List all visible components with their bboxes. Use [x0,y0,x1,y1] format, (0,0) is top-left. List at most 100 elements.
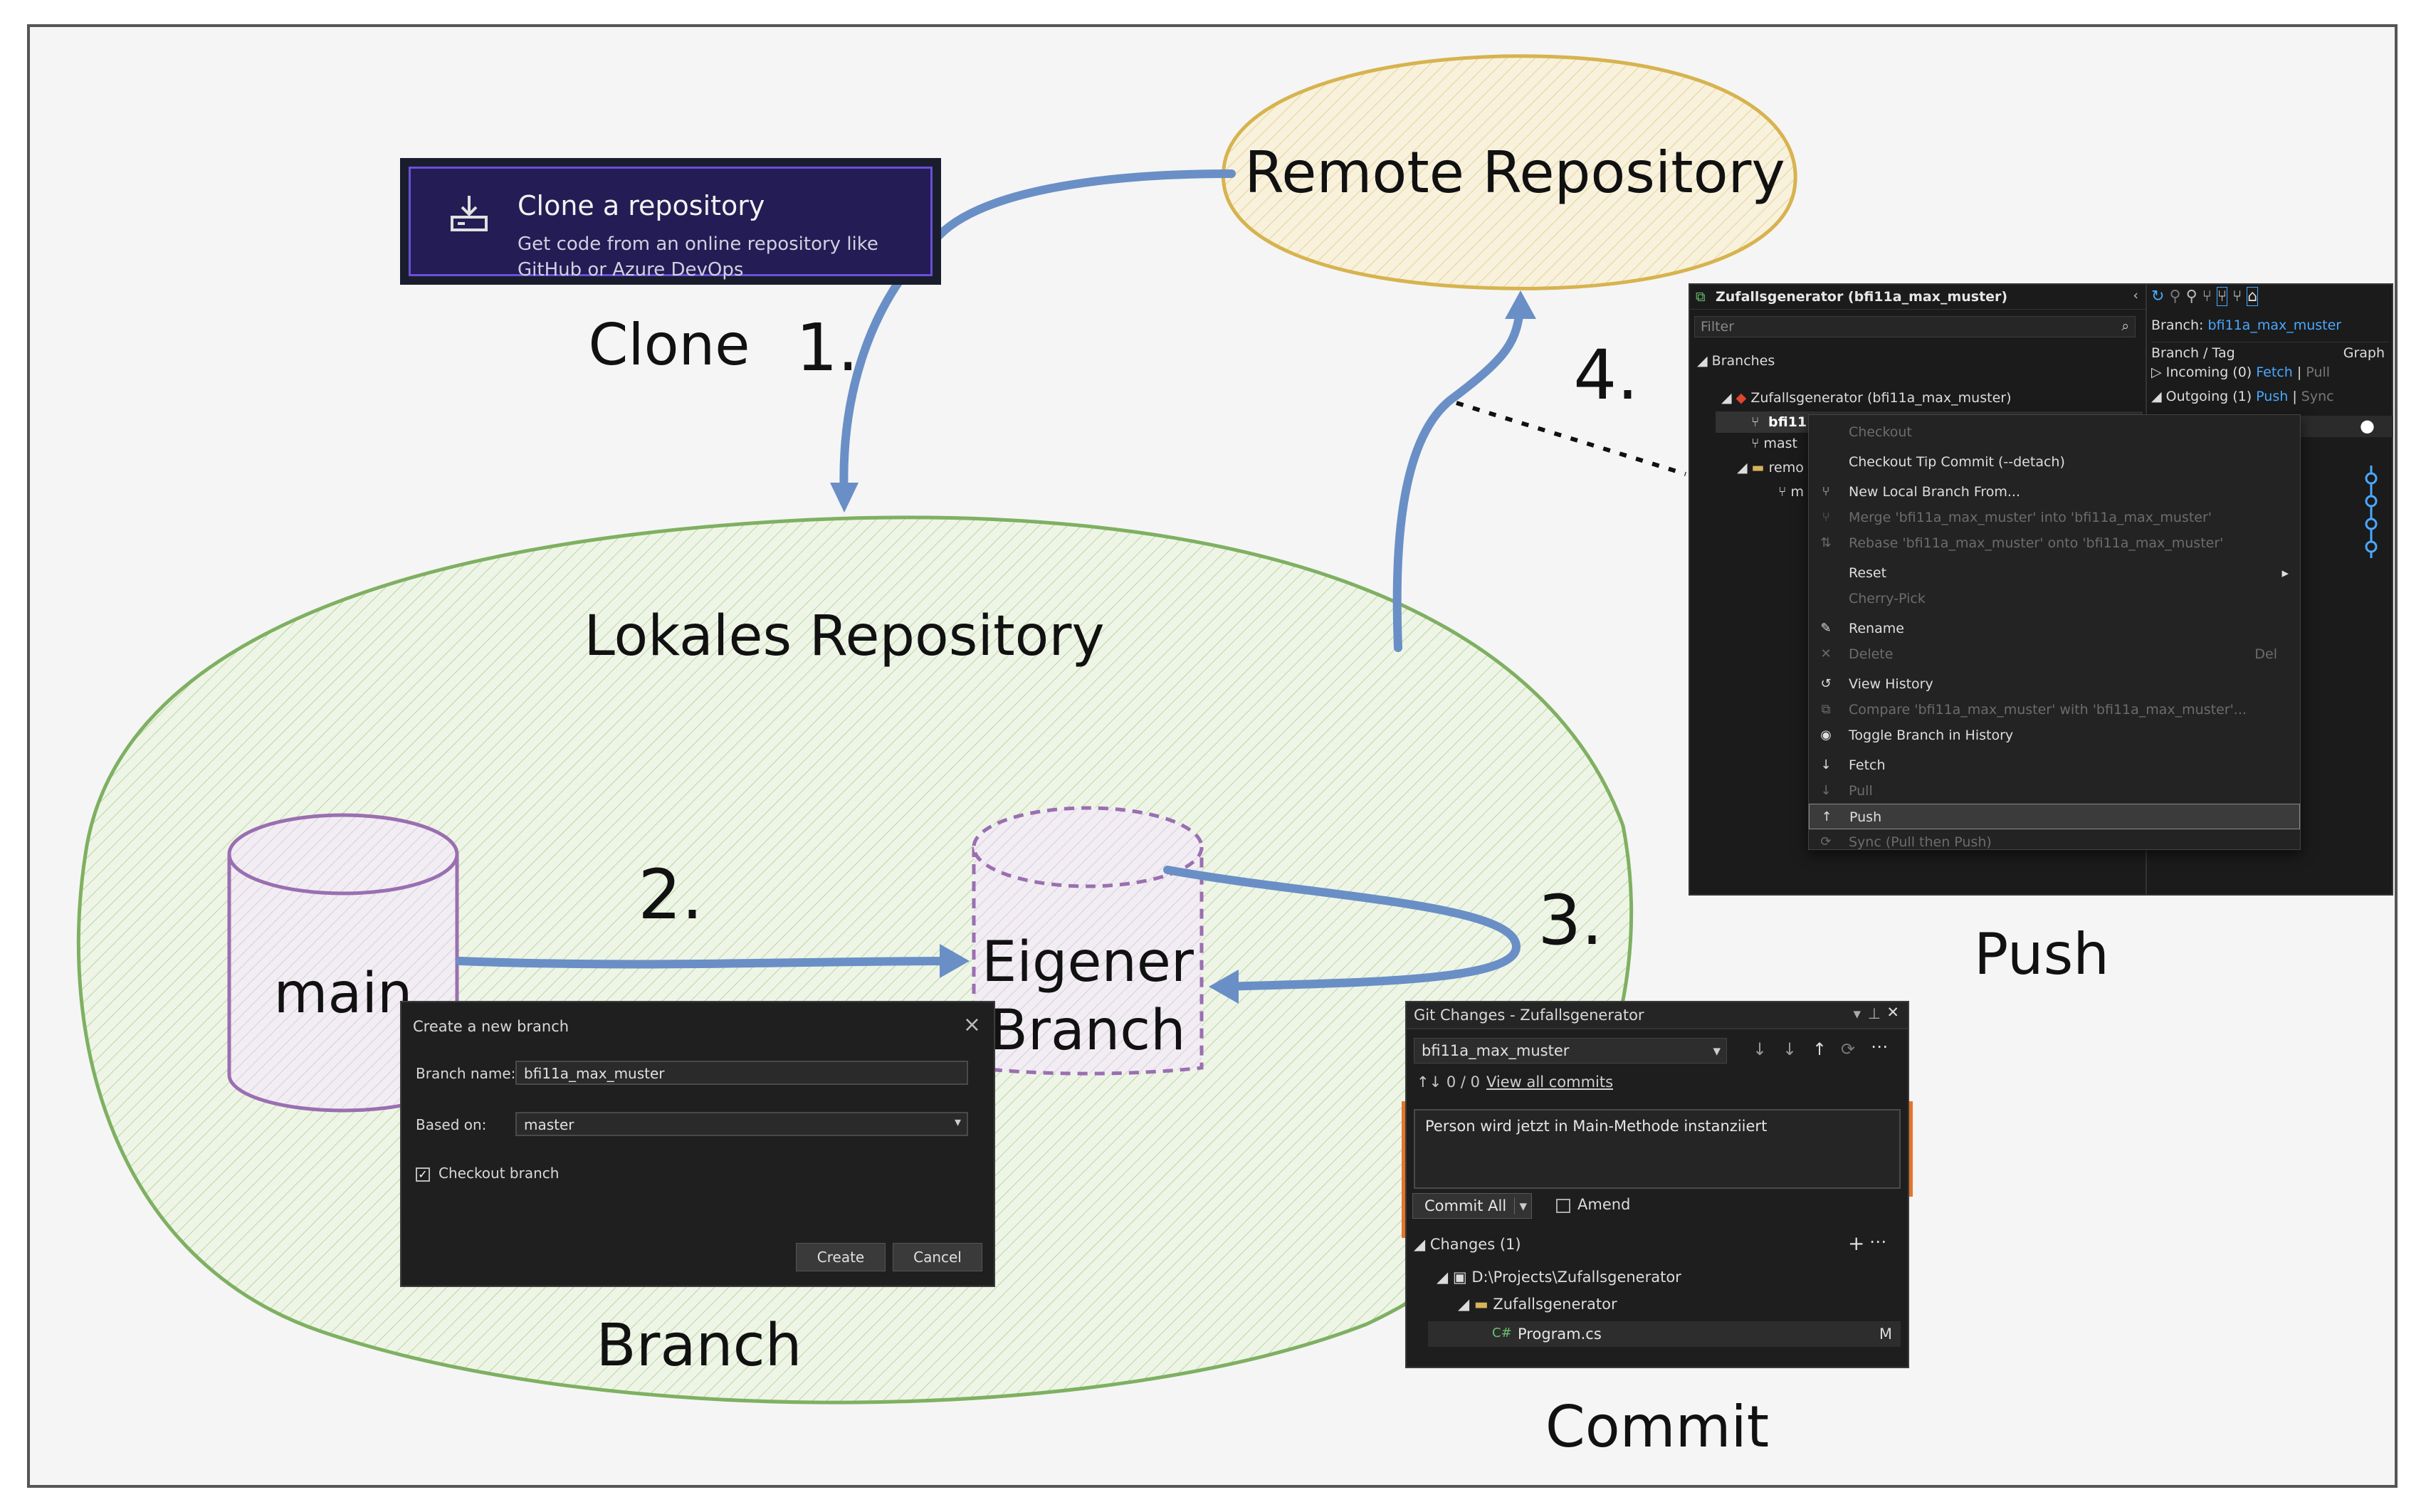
close-icon[interactable]: × [962,1012,981,1037]
checkout-branch-checkbox[interactable]: ✓ [416,1167,430,1182]
based-on-select[interactable]: master ▾ [515,1112,968,1136]
path-node[interactable]: ◢ ▣ D:\Projects\Zufallsgenerator [1437,1269,1681,1286]
chevron-down-icon: ▾ [954,1115,961,1130]
fetch-link[interactable]: Fetch [2256,364,2293,380]
repo-node[interactable]: ◢ ◆ Zufallsgenerator (bfi11a_max_muster) [1721,390,2012,406]
repo-title: Zufallsgenerator (bfi11a_max_muster) [1716,289,2008,305]
menu-item-label: Delete [1849,646,1894,662]
merge-icon[interactable]: ⑂ [2232,288,2242,305]
outgoing-label: Outgoing (1) [2165,389,2252,404]
folder-label: Zufallsgenerator [1493,1296,1617,1313]
branches-node[interactable]: ◢ Branches [1697,353,1775,369]
amend-checkbox[interactable] [1556,1199,1570,1213]
push-icon[interactable]: ↑ [1812,1039,1827,1059]
menu-item-label: Compare 'bfi11a_max_muster' with 'bfi11a… [1849,702,2247,718]
refresh-icon[interactable]: ↻ [2151,288,2165,305]
menu-item-rebase-bfi11a-max-muster-onto-bfi11a-max-muster[interactable]: ⇅Rebase 'bfi11a_max_muster' onto 'bfi11a… [1809,530,2300,556]
changes-header[interactable]: ◢ Changes (1) [1414,1236,1521,1253]
close-icon[interactable]: ✕ [1886,1004,1899,1021]
tag-icon[interactable]: ⌂ [2247,287,2259,306]
expand-icon: ◢ [1437,1269,1453,1286]
repo-icon: ⧉ [1696,289,1706,305]
branch-info-value[interactable]: bfi11a_max_muster [2207,317,2342,333]
menu-item-label: Fetch [1849,757,1886,773]
csharp-file-icon: C# [1492,1325,1512,1340]
menu-item-label: Push [1849,809,1882,825]
commit-message-input[interactable]: Person wird jetzt in Main-Methode instan… [1414,1109,1901,1189]
clone-repository-button[interactable]: Clone a repository Get code from an onli… [409,167,933,280]
menu-item-push[interactable]: ↑Push [1809,804,2300,829]
push-link[interactable]: Push [2256,389,2289,404]
menu-item-new-local-branch-from[interactable]: ⑂New Local Branch From... [1809,479,2300,505]
incoming-row[interactable]: ▷ Incoming (0) Fetch | Pull [2151,364,2331,380]
fetch-icon[interactable]: ↓ [1753,1039,1768,1059]
zoom-in-icon[interactable]: ⚲ [2169,288,2181,305]
remotes-row[interactable]: ◢ ▬ remo [1737,460,1804,476]
menu-item-reset[interactable]: Reset▸ [1809,560,2300,586]
zoom-out-icon[interactable]: ⚲ [2185,288,2197,305]
column-headers: Branch / Tag Graph [2151,342,2389,361]
branch-label: Branch [596,1312,802,1380]
sync-link[interactable]: Sync [2301,389,2334,404]
branch-name-label: Branch name: [416,1065,516,1082]
local-repository-label: Lokales Repository [584,604,1104,668]
branch-select[interactable]: bfi11a_max_muster ▾ [1414,1038,1727,1064]
clone-title: Clone a repository [518,190,765,221]
chevron-right-icon: ▸ [2281,565,2289,581]
master-branch-row[interactable]: ⑂ mast [1751,436,1797,451]
menu-item-icon: ⇅ [1820,535,1832,550]
file-row[interactable]: C# Program.cs M [1428,1321,1901,1347]
cancel-button[interactable]: Cancel [893,1243,982,1271]
clone-repository-panel[interactable]: Clone a repository Get code from an onli… [400,158,941,285]
branch-icon[interactable]: ⑂ [2202,288,2212,305]
menu-item-view-history[interactable]: ↺View History [1809,671,2300,697]
pull-link[interactable]: Pull [2306,364,2331,380]
menu-item-sync-pull-then-push[interactable]: ⟳Sync (Pull then Push) [1809,829,2300,855]
menu-item-cherry-pick[interactable]: Cherry-Pick [1809,586,2300,611]
step1-label: 1. [796,310,858,386]
pull-icon[interactable]: ↓ [1782,1039,1797,1059]
menu-item-toggle-branch-in-history[interactable]: ◉Toggle Branch in History [1809,723,2300,748]
expand-icon: ◢ [2151,389,2166,404]
plus-icon[interactable]: + [1848,1232,1865,1255]
menu-item-compare-bfi11a-max-muster-with-bfi11a-max-muster[interactable]: ⧉Compare 'bfi11a_max_muster' with 'bfi11… [1809,697,2300,723]
folder-node[interactable]: ◢ ▬ Zufallsgenerator [1458,1296,1617,1313]
menu-item-icon: ↺ [1820,676,1832,691]
commit-counts-value: 0 / 0 [1446,1073,1481,1091]
folder-icon: ▣ [1452,1269,1472,1286]
chevron-left-icon[interactable]: ‹ [2133,288,2138,303]
menu-item-rename[interactable]: ✎Rename [1809,616,2300,641]
dropdown-icon[interactable]: ▾ [1853,1005,1861,1022]
outgoing-row[interactable]: ◢ Outgoing (1) Push | Sync [2151,389,2334,404]
graph-icon[interactable]: ⑂ [2216,287,2228,306]
menu-item-checkout[interactable]: Checkout [1809,419,2300,445]
branch-node-label: bfi11 [1768,414,1807,430]
menu-item-icon: ✕ [1820,646,1832,661]
more-icon[interactable]: ⋯ [1871,1036,1888,1056]
menu-item-fetch[interactable]: ↓Fetch [1809,752,2300,778]
filter-input[interactable]: Filter ⌕ [1694,316,2136,337]
remote-branch-row[interactable]: ⑂ m [1778,484,1804,500]
branch-name-input[interactable]: bfi11a_max_muster [515,1061,968,1085]
branch-icon: ⑂ [1778,484,1791,500]
create-button[interactable]: Create [796,1243,886,1271]
push-arrow [1392,302,1525,652]
create-branch-dialog: Create a new branch × Branch name: bfi11… [400,1001,995,1287]
menu-item-pull[interactable]: ↓Pull [1809,778,2300,804]
branch-node-label: m [1790,484,1804,500]
menu-item-checkout-tip-commit-detach[interactable]: Checkout Tip Commit (--detach) [1809,449,2300,475]
toolbar-icons[interactable]: ↻ ⚲ ⚲ ⑂ ⑂ ⑂ ⌂ [2151,287,2259,306]
git-changes-panel: Git Changes - Zufallsgenerator ▾ ⊥ ✕ bfi… [1405,1001,1909,1368]
sync-icon[interactable]: ⟳ [1841,1039,1856,1059]
menu-item-label: Checkout [1849,424,1912,440]
view-all-commits-link[interactable]: View all commits [1486,1073,1614,1091]
menu-item-merge-bfi11a-max-muster-into-bfi11a-max-muster[interactable]: ⑂Merge 'bfi11a_max_muster' into 'bfi11a_… [1809,505,2300,530]
menu-item-label: Cherry-Pick [1849,591,1926,607]
chevron-down-icon[interactable]: ▾ [1514,1197,1527,1214]
repo-node-label: Zufallsgenerator (bfi11a_max_muster) [1750,390,2012,406]
pin-icon[interactable]: ⊥ [1867,1005,1881,1022]
commit-all-button[interactable]: Commit All ▾ [1412,1193,1532,1219]
more-icon[interactable]: ⋯ [1869,1232,1886,1251]
